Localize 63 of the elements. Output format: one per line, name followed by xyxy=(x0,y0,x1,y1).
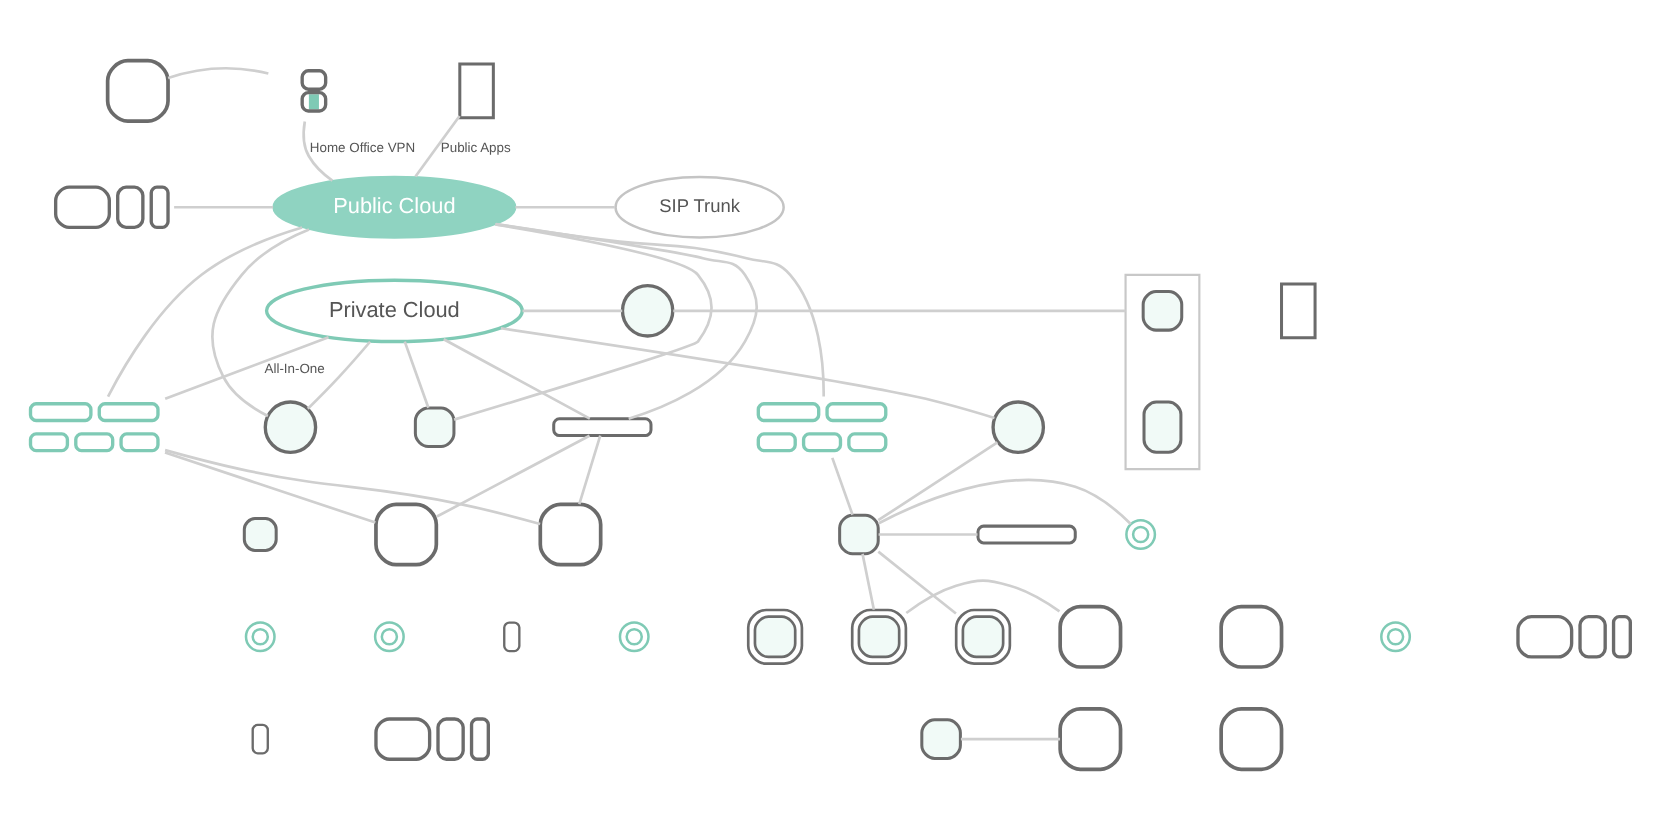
node-box xyxy=(503,621,521,653)
node-box xyxy=(1280,282,1317,340)
node-picture xyxy=(618,621,650,653)
connector xyxy=(164,336,329,401)
node-circle xyxy=(263,400,318,455)
connector xyxy=(403,341,430,409)
node-box xyxy=(413,406,456,448)
node-ellipse: Public Cloud xyxy=(272,175,517,239)
connector xyxy=(495,222,758,420)
connector xyxy=(453,223,713,421)
node-box xyxy=(1219,604,1284,669)
node-picture xyxy=(1125,519,1157,551)
connector xyxy=(500,326,995,420)
connector xyxy=(302,121,334,182)
node-box xyxy=(458,62,495,120)
node-bar xyxy=(552,417,653,438)
node-box xyxy=(374,502,439,567)
cluster xyxy=(1124,273,1201,471)
node-ellipse: Private Cloud xyxy=(264,278,524,344)
node-box xyxy=(242,517,278,552)
connector xyxy=(211,228,310,418)
node-picture xyxy=(1380,621,1412,653)
node-box xyxy=(850,608,908,665)
node-box xyxy=(538,502,603,567)
connector xyxy=(436,434,591,518)
connector xyxy=(905,579,1061,615)
node-circle xyxy=(620,284,675,338)
node-box xyxy=(838,513,880,556)
connector xyxy=(174,205,274,209)
connector xyxy=(306,340,372,410)
node-ellipse: SIP Trunk xyxy=(614,175,785,239)
connector xyxy=(414,115,461,178)
node-box xyxy=(920,718,962,760)
node-box xyxy=(1219,707,1284,772)
connector xyxy=(495,223,825,397)
connector xyxy=(877,478,1132,525)
node-box xyxy=(105,58,170,123)
node-picture xyxy=(373,621,405,653)
node-box xyxy=(1058,707,1123,772)
node-box xyxy=(954,608,1012,665)
connector xyxy=(522,309,623,313)
connector xyxy=(877,441,999,522)
connector xyxy=(831,457,854,516)
connector xyxy=(877,550,957,615)
node-box xyxy=(1141,290,1184,332)
node-box xyxy=(1142,400,1183,454)
connector xyxy=(861,553,876,611)
connector xyxy=(164,451,376,524)
node-box xyxy=(746,608,804,665)
node-circle xyxy=(991,400,1046,455)
node-picture xyxy=(244,621,276,653)
connector xyxy=(578,435,602,505)
connector xyxy=(515,205,615,209)
connector xyxy=(960,737,1060,741)
connector xyxy=(878,533,978,536)
connector xyxy=(106,226,303,398)
node-box xyxy=(1058,604,1123,669)
connector xyxy=(164,448,541,526)
connector xyxy=(673,309,1126,313)
node-box xyxy=(251,723,269,755)
connector xyxy=(167,66,269,80)
node-bar xyxy=(976,524,1077,545)
connector xyxy=(443,338,591,420)
